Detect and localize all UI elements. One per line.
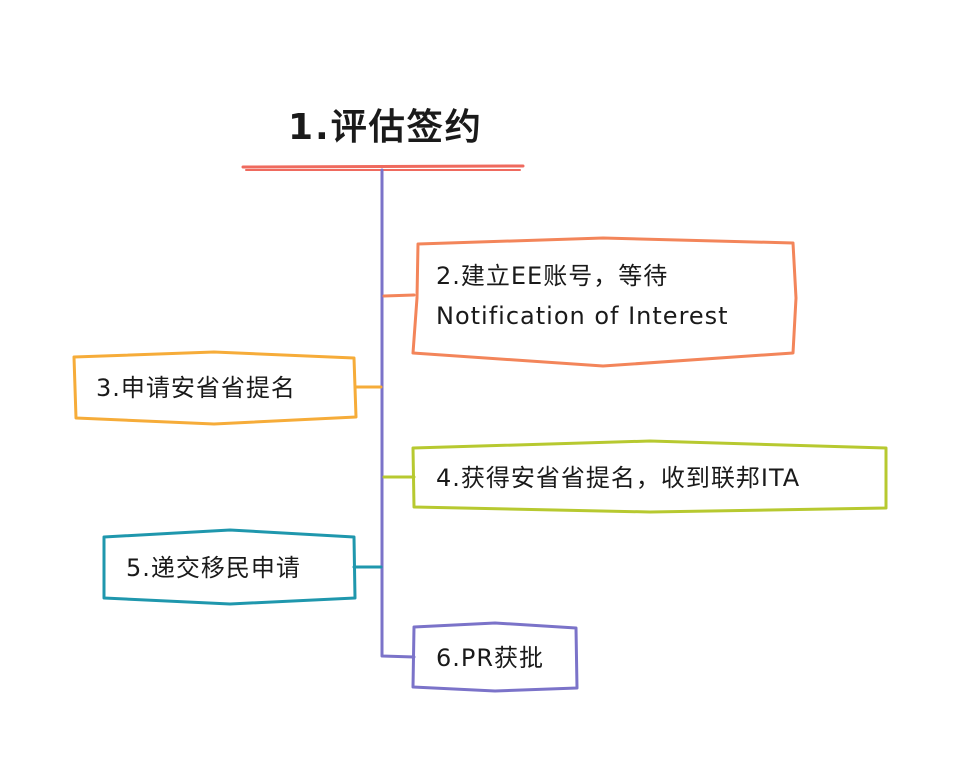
- connector-step2: [382, 293, 416, 298]
- step6-box: [411, 621, 579, 693]
- step3-box: [72, 350, 358, 426]
- step4-box: [411, 439, 888, 514]
- step6-label: 6.PR获批: [436, 644, 545, 672]
- step3-label: 3.申请安省省提名: [96, 374, 296, 402]
- step4-label: 4.获得安省省提名，收到联邦ITA: [436, 464, 801, 492]
- step5-label: 5.递交移民申请: [126, 554, 301, 582]
- step5-box: [102, 528, 357, 606]
- spine-line: [380, 168, 416, 659]
- step2-label: 2.建立EE账号，等待 Notification of Interest: [436, 256, 729, 336]
- step2-label-line1: 2.建立EE账号，等待: [436, 262, 669, 290]
- title-underline: [241, 164, 525, 169]
- step2-box: [411, 236, 798, 368]
- diagram-title: 1.评估签约: [288, 107, 483, 148]
- step2-label-line2: Notification of Interest: [436, 302, 729, 330]
